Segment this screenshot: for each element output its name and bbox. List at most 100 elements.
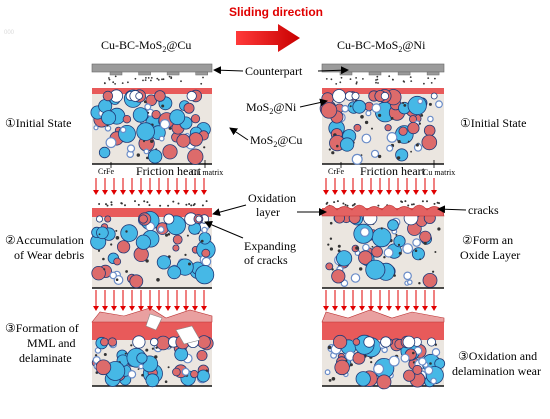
left-stage2-debris-dot xyxy=(146,201,149,204)
right-counterpart-debris xyxy=(340,76,343,79)
left-stage2-debris-dot xyxy=(167,204,170,207)
right-counterpart-debris xyxy=(377,82,379,84)
right-panel-delam-surface-particle xyxy=(332,334,348,350)
left-friction-heat-label: Friction heart xyxy=(136,164,202,178)
right-composite-title: Cu-BC-MoS2@Ni xyxy=(337,38,426,54)
right-panel-oxide-particle xyxy=(419,230,432,243)
right-panel-delam-particle xyxy=(334,359,350,376)
right-counterpart-debris xyxy=(349,78,352,80)
left-stage2-debris-dot xyxy=(177,202,180,205)
right-oxide-layer xyxy=(321,204,445,217)
left-stage2-debris-dot xyxy=(124,204,126,207)
left-panel-oxide-particle xyxy=(167,233,171,236)
left-stage2-debris-dot xyxy=(106,204,109,207)
right-stage2-debris-dot xyxy=(353,203,356,206)
right-panel-delam-particle xyxy=(412,364,423,375)
right-panel-oxide-particle xyxy=(325,262,334,271)
right-counterpart-debris xyxy=(430,82,433,84)
left-stage2-debris-dot xyxy=(159,204,162,207)
right-panel-initial-particle xyxy=(428,102,432,106)
right-counterpart-debris xyxy=(409,76,412,78)
right-panel-oxide-particle xyxy=(383,256,386,259)
right-panel-oxide-particle xyxy=(331,269,346,284)
left-panel-delam-particle xyxy=(130,344,133,347)
right-panel-oxide-particle xyxy=(402,243,414,255)
right-panel-oxide-particle xyxy=(414,249,418,252)
left-stage2-debris-dot xyxy=(110,203,113,206)
left-panel-delam-particle xyxy=(196,349,208,361)
left-composite-title: Cu-BC-MoS2@Cu xyxy=(101,38,191,54)
right-panel-oxide-particle xyxy=(383,247,394,258)
right-panel-oxide-particle xyxy=(412,238,421,247)
right-panel-oxide-particle xyxy=(398,251,402,255)
right-panel-delam-particle xyxy=(328,379,332,382)
right-panel-oxide-particle xyxy=(406,279,413,286)
left-panel-oxide-particle xyxy=(156,255,171,270)
left-stage2-debris-dot xyxy=(110,201,113,204)
left-cu-matrix-label: Cu matrix xyxy=(191,168,223,177)
right-stage2-debris-dot xyxy=(333,201,336,204)
right-panel-oxide-particle xyxy=(365,259,386,280)
left-panel-initial-particle xyxy=(161,104,165,108)
left-panel-delam-particle xyxy=(172,367,181,377)
right-panel-initial-particle xyxy=(386,131,398,143)
right-counterpart-body xyxy=(321,63,445,73)
right-panel-oxide-particle xyxy=(337,244,341,248)
left-stage2-debris-dot xyxy=(193,203,196,205)
left-stage2-debris-dot xyxy=(137,203,140,206)
left-panel-delam-particle xyxy=(167,366,170,369)
left-panel-initial-particle xyxy=(136,153,140,157)
right-stage2-debris-dot xyxy=(346,204,349,207)
right-panel-delam-particle xyxy=(373,363,385,375)
left-panel-oxide-particle xyxy=(157,226,165,233)
left-panel-initial-particle xyxy=(132,107,149,123)
left-panel-delam-surface-particle xyxy=(132,335,146,349)
right-panel-initial-particle xyxy=(407,95,427,116)
right-stage-1-label: ①Initial State xyxy=(460,116,526,130)
left-panel-oxide-surface-particle xyxy=(104,215,112,223)
counterpart-arrow-left xyxy=(213,66,244,75)
left-counterpart-debris xyxy=(150,77,153,79)
left-panel-oxide-particle xyxy=(110,243,113,246)
right-panel-initial-surface-particle xyxy=(430,92,438,100)
left-panel-initial-surface-particle xyxy=(102,90,114,102)
left-panel-initial-particle xyxy=(150,139,154,143)
left-panel-initial-particle xyxy=(93,125,99,131)
right-panel-initial-particle xyxy=(371,103,382,113)
left-stage2-debris-dot xyxy=(148,204,151,207)
friction-heat-arrows xyxy=(93,178,437,311)
right-panel-oxide-particle xyxy=(403,271,412,281)
left-panel-oxide-particle xyxy=(165,233,168,237)
right-panel-initial-particle xyxy=(435,100,443,109)
right-panel-initial-surface-particle xyxy=(380,91,389,101)
left-panel-initial-particle xyxy=(106,124,109,127)
left-counterpart-debris xyxy=(127,81,129,84)
right-panel-initial-particle xyxy=(352,99,367,114)
left-counterpart-debris xyxy=(200,82,203,85)
left-panel-initial-particle xyxy=(143,148,150,155)
right-stage2-debris-dot xyxy=(433,202,436,205)
right-crfe-label: CrFe xyxy=(328,167,344,176)
right-stage2-debris-dot xyxy=(411,203,413,206)
left-stage2-debris-dot xyxy=(172,200,175,203)
left-panel-initial-particle xyxy=(158,135,165,142)
right-panel-initial-particle xyxy=(398,126,408,136)
mos2-ni-arrow xyxy=(299,98,328,108)
left-panel-oxide-particle xyxy=(113,275,124,285)
left-stage2-debris-dot xyxy=(185,203,188,206)
left-panel-delam-particle xyxy=(145,348,149,352)
left-counterpart-debris xyxy=(202,76,204,79)
left-panel-delam-particle xyxy=(154,355,158,359)
right-panel-oxide-particle xyxy=(387,219,399,231)
right-counterpart-debris xyxy=(375,79,377,81)
right-panel-oxide-particle xyxy=(371,245,374,248)
left-panel-initial-particle xyxy=(101,110,117,126)
cracks-label: cracks xyxy=(468,203,499,217)
right-panel-oxide-particle xyxy=(359,267,363,271)
